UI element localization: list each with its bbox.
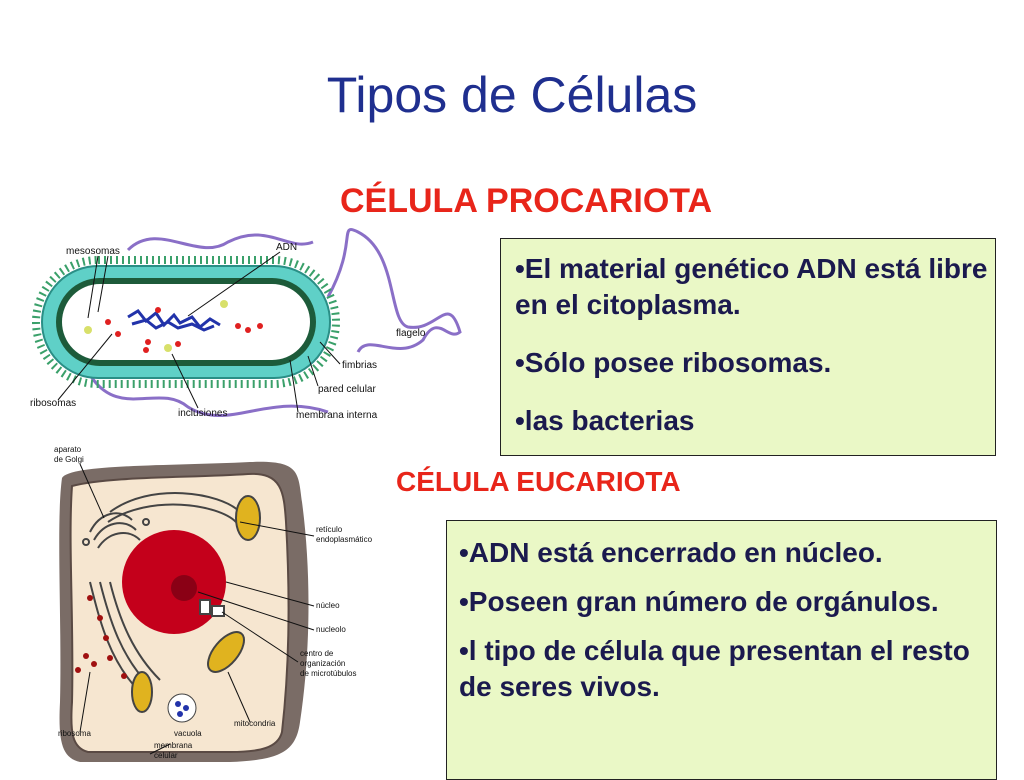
label-flagelo: flagelo <box>396 328 426 339</box>
label-leaders <box>79 463 315 755</box>
label-nucleo: núcleo <box>316 601 340 610</box>
label-mitocondria: mitocondria <box>234 719 276 728</box>
prokaryote-bullet: •las bacterias <box>515 405 695 436</box>
mitochondrion <box>235 495 261 541</box>
fimbria-wave <box>126 233 314 252</box>
label-vacuola: vacuola <box>174 729 202 738</box>
eukaryote-heading: CÉLULA EUCARIOTA <box>396 466 681 497</box>
fimbria-wave-bottom <box>86 371 329 417</box>
slide-title: Tipos de Células <box>326 67 698 123</box>
label-ribosoma: ribosoma <box>58 729 91 738</box>
flagellum <box>326 228 462 353</box>
eukaryote-info-box: •ADN está encerrado en núcleo. •Poseen g… <box>446 520 997 780</box>
prokaryote-heading: CÉLULA PROCARIOTA <box>340 182 713 220</box>
vacuole <box>167 693 197 723</box>
eukaryote-bullet: •ADN está encerrado en núcleo. <box>459 537 883 568</box>
label-centro-1: centro de <box>300 649 334 658</box>
ribosomes <box>75 595 127 679</box>
label-ribosomas: ribosomas <box>30 398 76 409</box>
mitochondrion <box>207 631 245 673</box>
prokaryote-cell-diagram: mesosomas ADN flagelo fimbrias pared cel… <box>30 228 462 421</box>
label-reticulo-2: endoplasmático <box>316 535 373 544</box>
prokaryote-bullet: •Sólo posee ribosomas. <box>515 347 832 378</box>
label-mesosomas: mesosomas <box>66 246 120 257</box>
centrioles <box>199 599 225 617</box>
eukaryote-cell-diagram: aparato de Golgi retículo endoplasmático… <box>54 445 373 762</box>
label-inclusiones: inclusiones <box>178 408 227 419</box>
mitochondrion <box>131 671 153 713</box>
fimbriae-fuzz <box>32 256 340 388</box>
label-leaders <box>57 251 341 413</box>
cytoplasm <box>62 284 310 360</box>
eukaryote-bullet: •Poseen gran número de orgánulos. <box>459 586 939 617</box>
label-centro-2: organización <box>300 659 345 668</box>
nucleolus <box>171 575 197 601</box>
eukaryote-bullet: •l tipo de célula que presentan el resto… <box>459 635 970 702</box>
label-pared: pared celular <box>318 384 376 395</box>
dna-tangle <box>127 309 221 332</box>
label-centro-3: de microtúbulos <box>300 669 356 678</box>
label-fimbrias: fimbrias <box>342 360 377 371</box>
label-golgi-1: aparato <box>54 445 82 454</box>
label-adn: ADN <box>276 242 297 253</box>
label-golgi-2: de Golgi <box>54 455 84 464</box>
prokaryote-info-box: •El material genético ADN está libre en … <box>500 238 996 456</box>
inclusions <box>84 300 228 352</box>
label-membrana-2: celular <box>154 751 178 760</box>
prokaryote-bullet: •El material genético ADN está libre en … <box>515 253 988 320</box>
label-membrana-1: membrana <box>154 741 193 750</box>
label-reticulo-1: retículo <box>316 525 343 534</box>
label-membrana-interna: membrana interna <box>296 410 378 421</box>
ribosomes <box>105 307 263 353</box>
label-nucleolo: nucleolo <box>316 625 346 634</box>
